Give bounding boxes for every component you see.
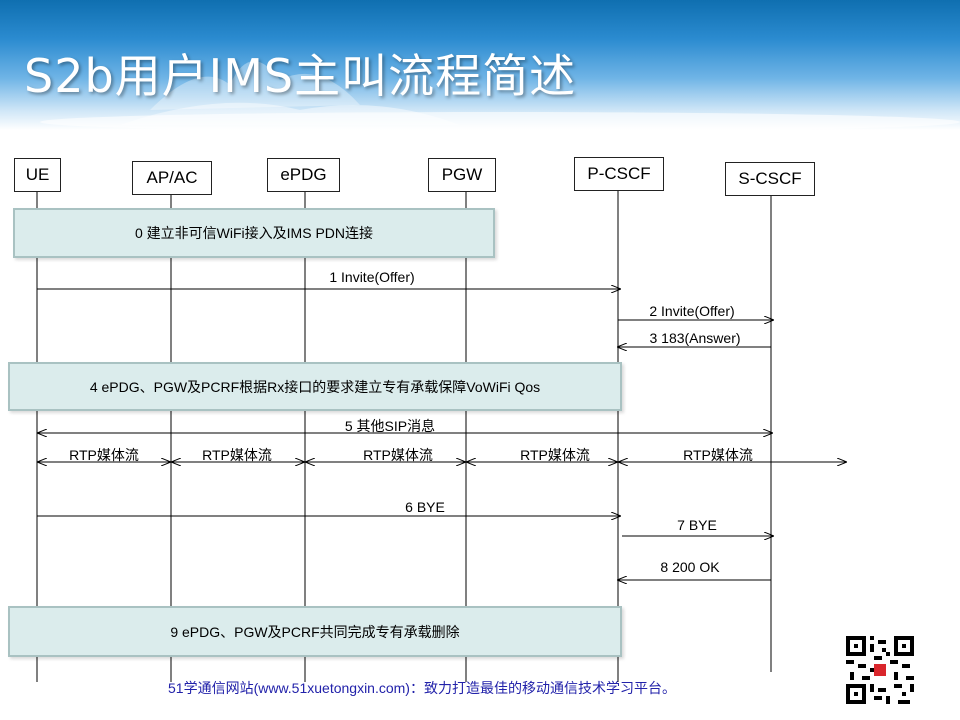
note-9-bearer-deletion: 9 ePDG、PGW及PCRF共同完成专有承载删除 [8, 606, 622, 657]
label-5-sip: 5 其他SIP消息 [344, 418, 436, 434]
note-0-wifi-pdn: 0 建立非可信WiFi接入及IMS PDN连接 [13, 208, 495, 258]
note-4-dedicated-bearer: 4 ePDG、PGW及PCRF根据Rx接口的要求建立专有承载保障VoWiFi Q… [8, 362, 622, 411]
entity-pgw: PGW [428, 158, 496, 192]
label-8-200ok: 8 200 OK [660, 559, 720, 575]
label-6-bye: 6 BYE [405, 499, 445, 515]
header-banner [0, 0, 960, 130]
entity-ap-ac: AP/AC [132, 161, 212, 195]
label-1-invite: 1 Invite(Offer) [329, 269, 415, 285]
page-title: S2b用户IMS主叫流程简述 [24, 49, 577, 103]
entity-epdg: ePDG [267, 158, 340, 192]
entity-p-cscf: P-CSCF [574, 157, 664, 191]
label-rtp-2: RTP媒体流 [202, 447, 272, 463]
label-rtp-1: RTP媒体流 [69, 447, 139, 463]
qr-code-image [846, 636, 914, 704]
label-2-invite: 2 Invite(Offer) [649, 303, 735, 319]
entity-s-cscf: S-CSCF [725, 162, 815, 196]
label-3-183: 3 183(Answer) [649, 330, 741, 346]
label-rtp-3: RTP媒体流 [363, 447, 433, 463]
label-rtp-4: RTP媒体流 [520, 447, 590, 463]
entity-ue: UE [14, 158, 61, 192]
water-splash-decoration [40, 61, 960, 130]
label-7-bye: 7 BYE [677, 517, 717, 533]
label-rtp-5: RTP媒体流 [683, 447, 753, 463]
footer-website-text[interactable]: 51学通信网站(www.51xuetongxin.com)：致力打造最佳的移动通… [168, 680, 676, 696]
